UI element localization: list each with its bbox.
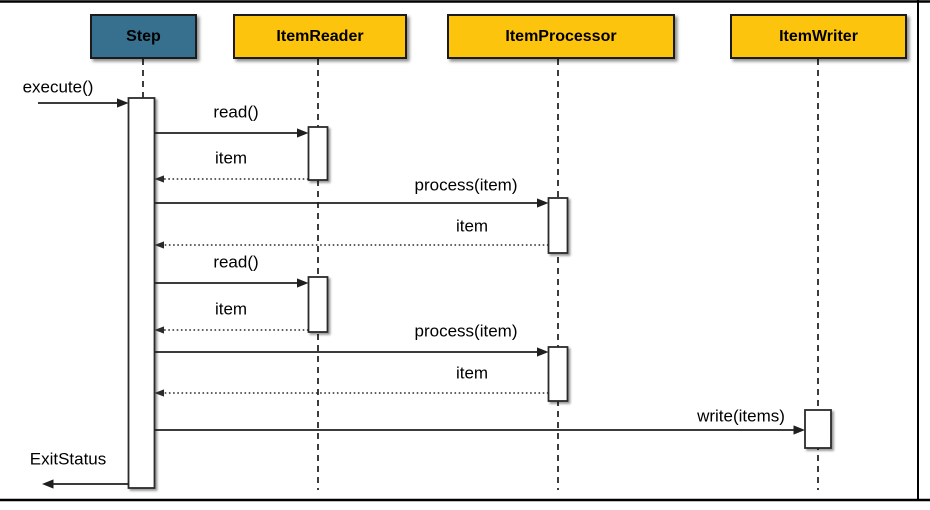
message-label-process-1: process(item)	[414, 175, 518, 195]
activation-bar-itemreader-2	[307, 276, 329, 333]
activation-bar-itemwriter	[804, 409, 832, 449]
arrow-item-return-1	[154, 175, 309, 183]
arrow-read-2	[154, 278, 309, 288]
arrow-item-return-4	[154, 389, 549, 397]
lifeline-header-itemreader: ItemReader	[233, 14, 407, 59]
activation-bar-itemprocessor-2	[547, 346, 569, 402]
lifeline-header-itemprocessor: ItemProcessor	[447, 14, 675, 59]
activation-bar-step	[127, 97, 156, 489]
message-label-item-3: item	[214, 299, 248, 319]
activation-bar-itemreader-1	[307, 126, 329, 181]
arrow-item-return-2	[154, 241, 549, 249]
message-label-write: write(items)	[697, 406, 785, 426]
arrow-item-return-3	[154, 326, 309, 334]
message-label-item-2: item	[455, 216, 489, 236]
arrow-execute	[38, 98, 129, 108]
message-label-execute: execute()	[22, 77, 94, 97]
message-label-exitstatus: ExitStatus	[29, 449, 107, 469]
arrow-read-1	[154, 128, 309, 138]
message-label-process-2: process(item)	[414, 321, 518, 341]
message-label-read-2: read()	[213, 252, 259, 272]
activation-bar-itemprocessor-1	[547, 197, 569, 254]
arrow-process-2	[154, 347, 549, 357]
lifeline-header-itemwriter: ItemWriter	[730, 14, 907, 59]
arrow-write	[154, 425, 805, 435]
message-label-read-1: read()	[213, 102, 259, 122]
lifeline-header-step: Step	[90, 14, 197, 59]
arrow-process-1	[154, 198, 549, 208]
message-label-item-1: item	[214, 148, 248, 168]
arrow-exitstatus	[42, 479, 129, 489]
message-label-item-4: item	[455, 363, 489, 383]
